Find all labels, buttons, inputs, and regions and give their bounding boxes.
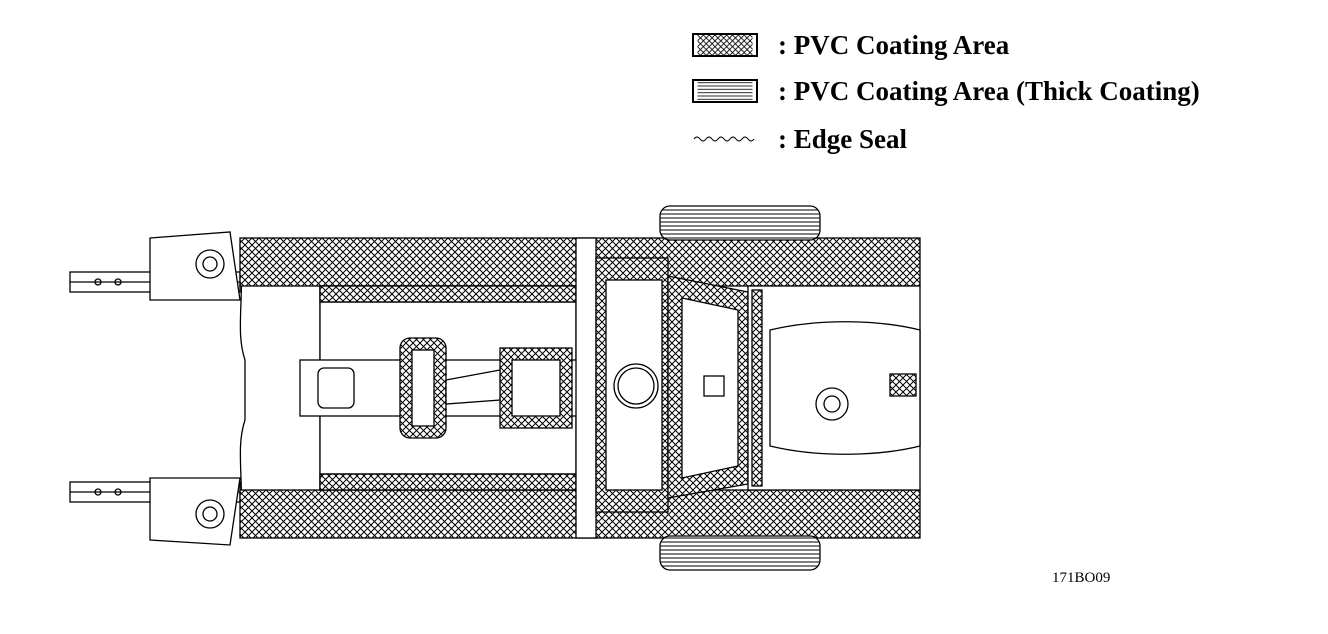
trunk-floor [747,285,921,491]
crosshatch-swatch-icon [692,33,758,57]
front-left-strut-mount [149,231,241,301]
mid-crossmember [575,237,597,539]
figure-code: 171BO09 [1052,570,1111,586]
legend-label-pvc-thick: : PVC Coating Area (Thick Coating) [778,76,1200,106]
rear-right-wheelhouse [659,535,821,571]
center-tunnel [299,337,581,439]
legend-row-pvc-thick: : PVC Coating Area (Thick Coating) [692,76,1200,106]
center-rear-floor [595,257,669,513]
rear-floor-pan [667,275,749,499]
front-right-strut-mount [149,477,241,546]
rear-left-wheelhouse [659,205,821,241]
horizontal-hatch-swatch-icon [692,79,758,103]
legend-row-edge-seal: : Edge Seal [692,124,907,154]
legend-row-pvc: : PVC Coating Area [692,30,1009,60]
wavy-line-swatch-icon [693,136,755,142]
legend-label-edge-seal: : Edge Seal [778,124,908,154]
legend-label-pvc: : PVC Coating Area [778,30,1010,60]
